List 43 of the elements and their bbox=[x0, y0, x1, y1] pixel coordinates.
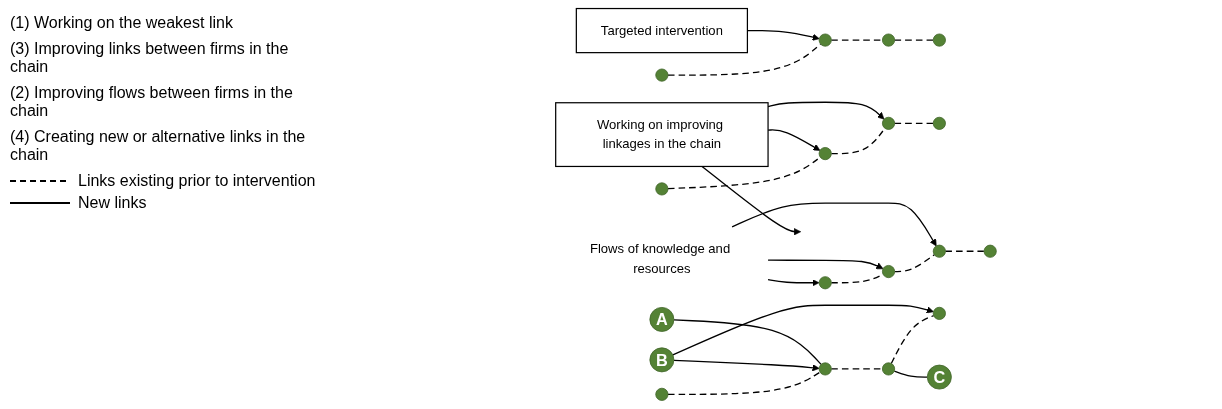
node-circle bbox=[932, 306, 946, 320]
panel-label: (1) Working on the weakest link bbox=[10, 14, 234, 32]
arrow bbox=[767, 259, 884, 270]
node-circle bbox=[882, 33, 896, 47]
node-circle bbox=[882, 116, 896, 130]
node-circle: C bbox=[926, 364, 952, 390]
panel-label: (2) Improving flows between firms in the chain bbox=[10, 84, 294, 120]
node-circle: B bbox=[649, 347, 675, 373]
connector bbox=[890, 315, 935, 365]
node-circle bbox=[655, 387, 669, 401]
connector bbox=[673, 319, 822, 366]
legend-text: Links existing prior to intervention bbox=[78, 172, 316, 190]
node-text: Flows of knowledge and resources bbox=[589, 241, 731, 276]
connector bbox=[894, 39, 934, 41]
arrow bbox=[767, 278, 820, 287]
node-circle bbox=[882, 265, 896, 279]
node-circle bbox=[882, 362, 896, 376]
legend-text: New links bbox=[78, 194, 147, 212]
node-circle bbox=[818, 362, 832, 376]
node-circle bbox=[932, 116, 946, 130]
connector bbox=[893, 370, 928, 378]
node-circle bbox=[818, 147, 832, 161]
node-circle bbox=[932, 33, 946, 47]
connector bbox=[894, 254, 936, 273]
arrow bbox=[701, 165, 802, 236]
node-circle bbox=[818, 33, 832, 47]
node-circle bbox=[818, 276, 832, 290]
panel-label: (3) Improving links between firms in the chain bbox=[10, 40, 290, 76]
arrow bbox=[731, 202, 937, 247]
arrow bbox=[673, 359, 820, 372]
node-circle bbox=[932, 244, 946, 258]
node-box: Targeted intervention bbox=[575, 7, 749, 54]
node-circle bbox=[655, 68, 669, 82]
connector bbox=[667, 156, 821, 190]
node-circle bbox=[655, 182, 669, 196]
node-circle: A bbox=[649, 307, 675, 332]
panel-label: (4) Creating new or alternative links in the chain bbox=[10, 128, 307, 164]
node-box: Working on improving linkages in the chain bbox=[555, 102, 769, 168]
arrow bbox=[672, 304, 934, 356]
connector bbox=[667, 371, 821, 395]
connector bbox=[894, 122, 934, 125]
connector bbox=[944, 250, 985, 252]
node-circle bbox=[983, 244, 997, 258]
